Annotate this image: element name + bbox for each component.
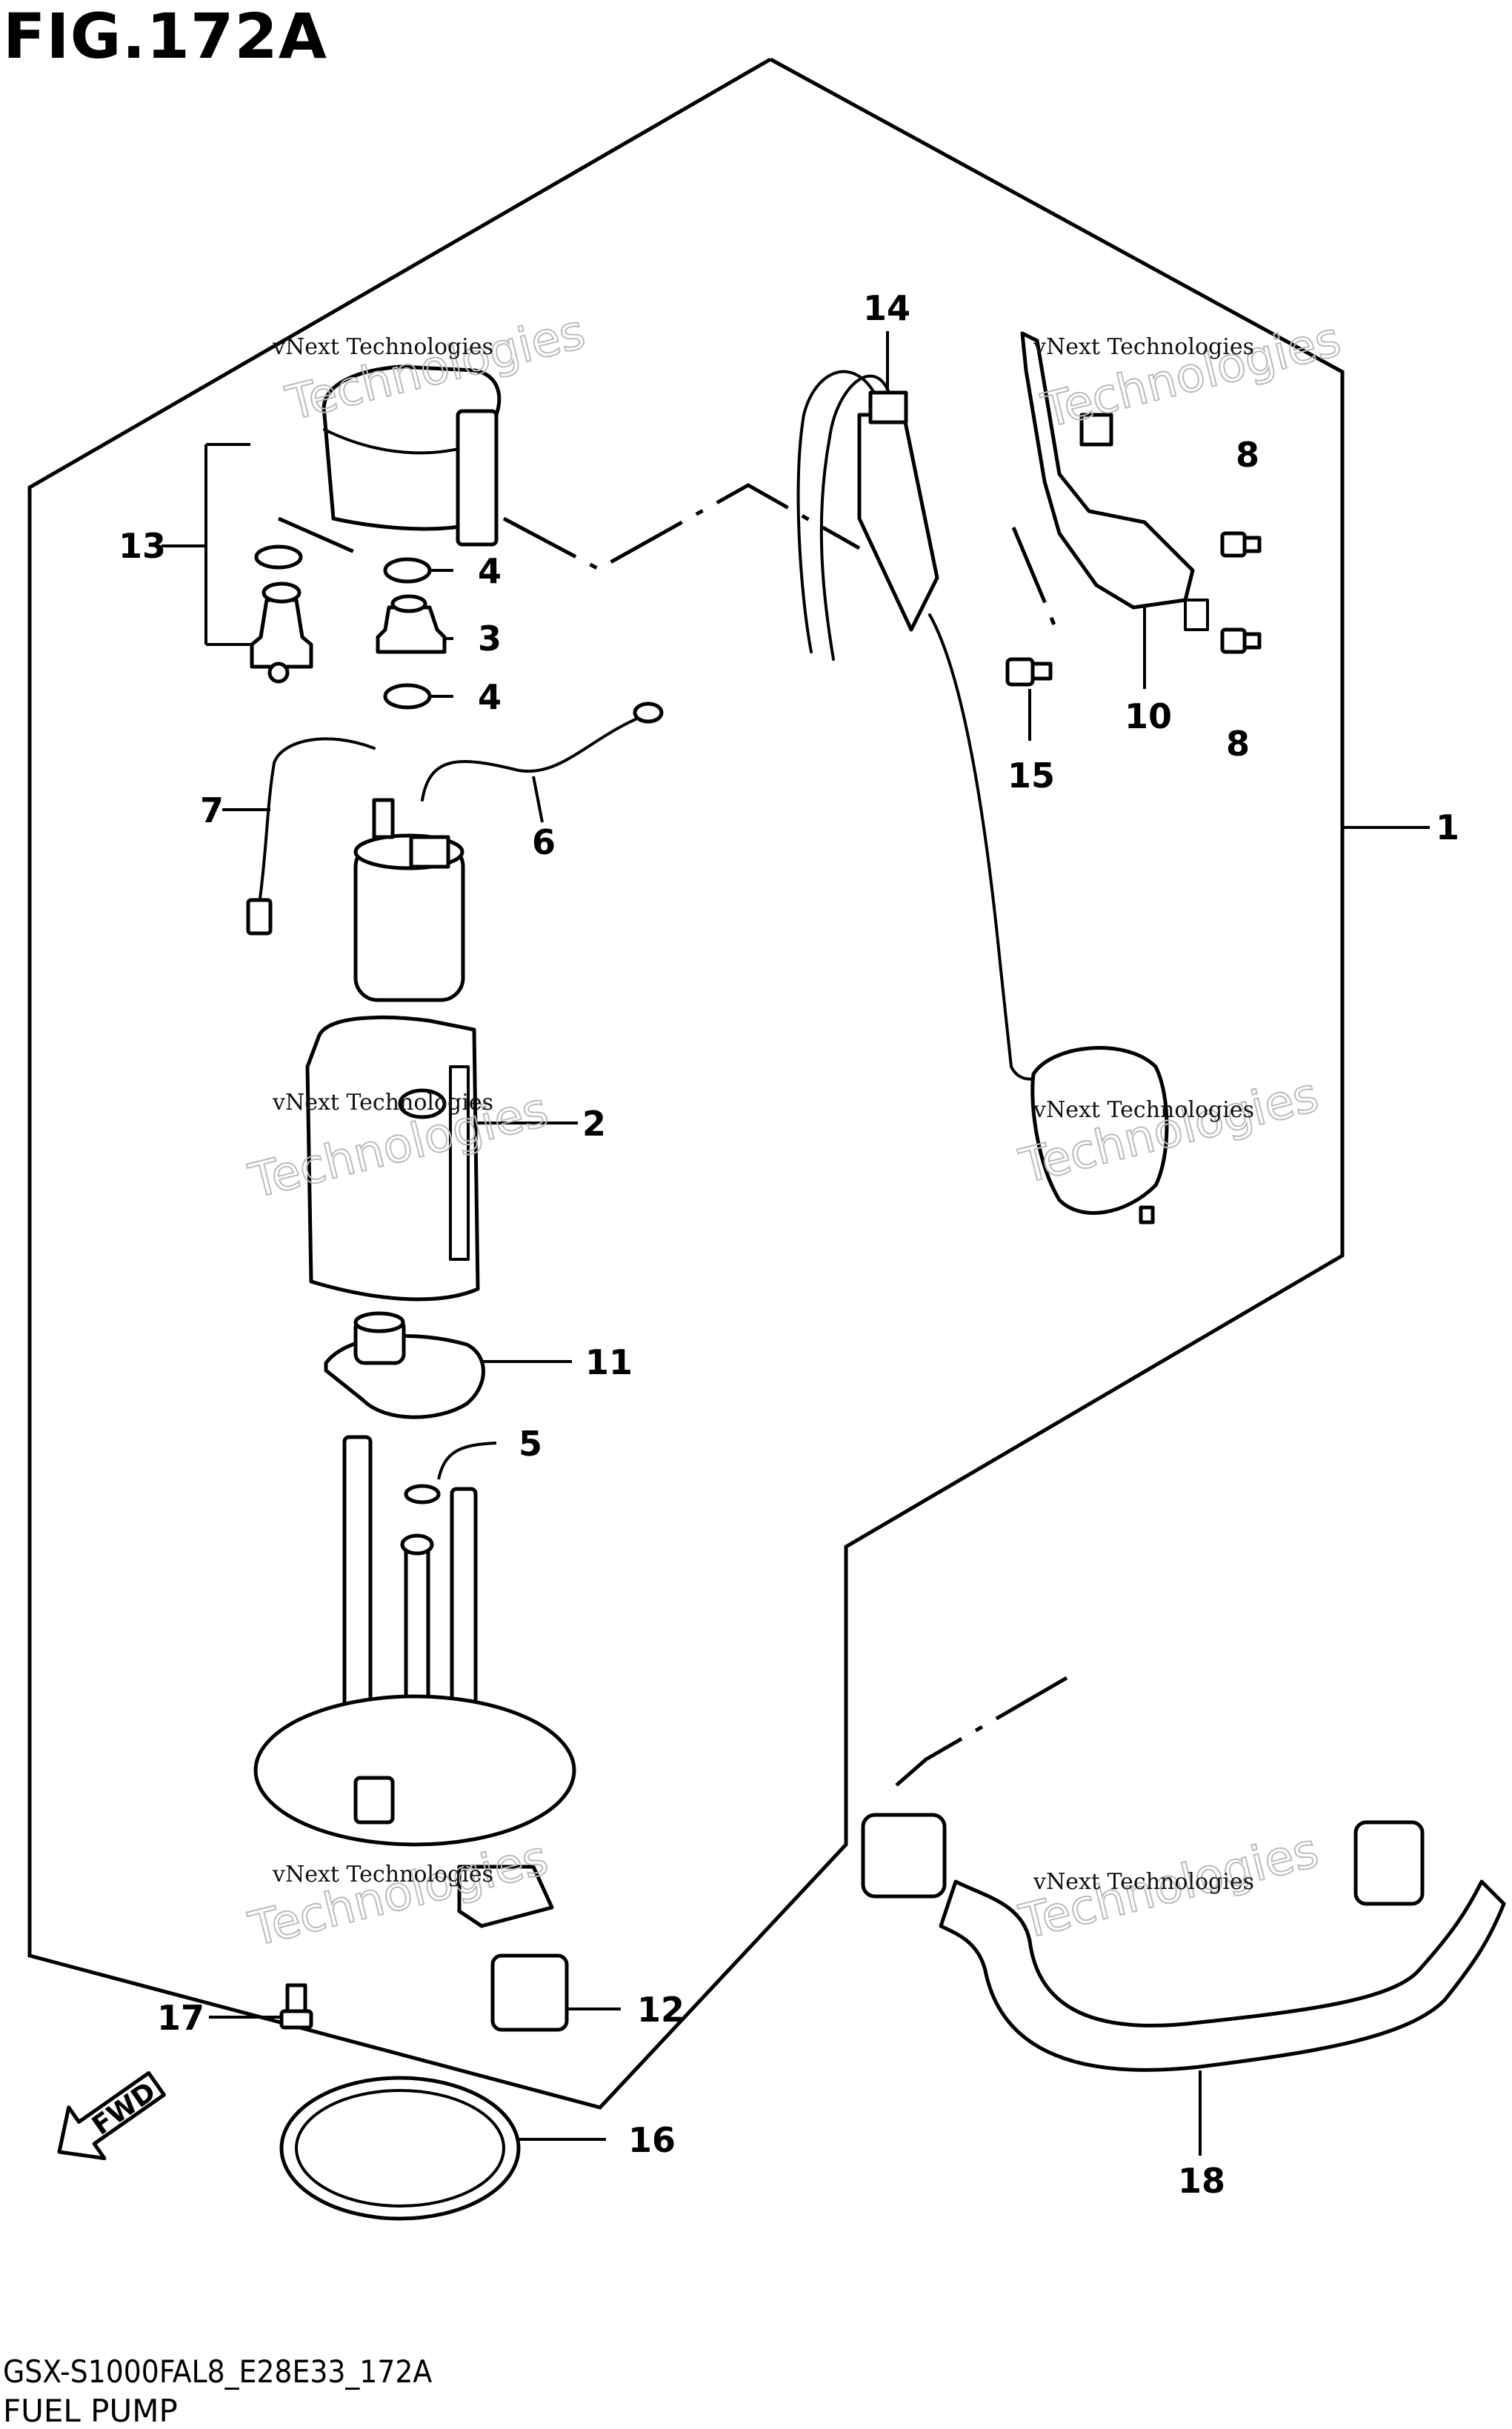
callout-12: 12 — [637, 1990, 685, 2030]
callout-14: 14 — [863, 288, 910, 328]
callout-17: 17 — [157, 1998, 204, 2038]
part-18-fuel-hose — [861, 1813, 1506, 2072]
watermark-top-right: Technologies — [1036, 311, 1347, 440]
callout-18: 18 — [1178, 2161, 1225, 2201]
callout-10: 10 — [1125, 696, 1172, 736]
callout-13: 13 — [119, 526, 166, 566]
figure-title: FIG.172A — [3, 0, 327, 73]
part-4-o-ring-upper — [383, 557, 432, 584]
part-2-pump-case — [305, 1015, 480, 1302]
callout-8a: 8 — [1236, 435, 1259, 475]
part-14-level-sender — [796, 370, 1169, 1225]
leader-13 — [161, 443, 250, 646]
part-17-bolt — [279, 1983, 313, 2030]
callout-15: 15 — [1008, 756, 1055, 796]
watermark-text-1: vNext Technologies — [272, 334, 493, 360]
leader-6 — [532, 776, 544, 823]
pump-flange-assembly — [253, 1435, 576, 1928]
part-8-screw-upper — [1220, 531, 1262, 558]
part-5-o-ring — [404, 1484, 441, 1505]
callout-7: 7 — [200, 790, 224, 830]
watermark-text-5: vNext Technologies — [272, 1862, 493, 1887]
callout-4a: 4 — [478, 551, 502, 591]
callout-6: 6 — [532, 822, 556, 862]
part-11-strainer — [324, 1311, 485, 1419]
part-7-harness-wire — [258, 737, 376, 905]
callout-8b: 8 — [1226, 724, 1250, 764]
centerline-hose — [895, 1676, 1068, 1787]
callout-1: 1 — [1436, 807, 1459, 847]
fuel-pump-motor — [353, 798, 465, 1002]
part-10-bracket — [1020, 331, 1209, 631]
figure-code: GSX-S1000FAL8_E28E33_172A — [3, 2353, 433, 2390]
watermark-text-3: vNext Technologies — [272, 1090, 493, 1116]
part-8-screw-lower — [1220, 627, 1262, 654]
watermark-bottom-left: Technologies — [243, 1830, 554, 1959]
centerline-tank-cap — [502, 483, 861, 571]
callout-2: 2 — [582, 1104, 606, 1144]
callout-3: 3 — [478, 619, 502, 659]
watermark-text-4: vNext Technologies — [1033, 1097, 1254, 1123]
callout-4b: 4 — [478, 677, 502, 717]
part-6-ground-wire — [421, 711, 653, 802]
svg-text:Technologies: Technologies — [244, 1830, 553, 1958]
svg-text:Technologies: Technologies — [1036, 312, 1346, 439]
leader-5 — [437, 1442, 497, 1480]
watermark-text-6: vNext Technologies — [1033, 1869, 1254, 1895]
callout-16: 16 — [628, 2120, 676, 2160]
centerline-pressure-reg — [277, 516, 361, 556]
callout-11: 11 — [585, 1342, 633, 1382]
callout-5: 5 — [519, 1424, 542, 1464]
part-13-pressure-regulator — [250, 364, 502, 684]
watermark-text-2: vNext Technologies — [1033, 334, 1254, 360]
part-16-gasket — [279, 2076, 521, 2221]
fwd-arrow-icon: FWD — [57, 2070, 166, 2161]
figure-name: FUEL PUMP — [3, 2393, 178, 2429]
part-4-o-ring-lower — [383, 683, 432, 710]
fwd-label: FWD — [87, 2076, 161, 2142]
part-12-cap — [490, 1953, 569, 2032]
part-3-fitting — [376, 594, 447, 654]
part-15-screw — [1005, 657, 1053, 687]
centerline-bracket — [1011, 527, 1062, 638]
